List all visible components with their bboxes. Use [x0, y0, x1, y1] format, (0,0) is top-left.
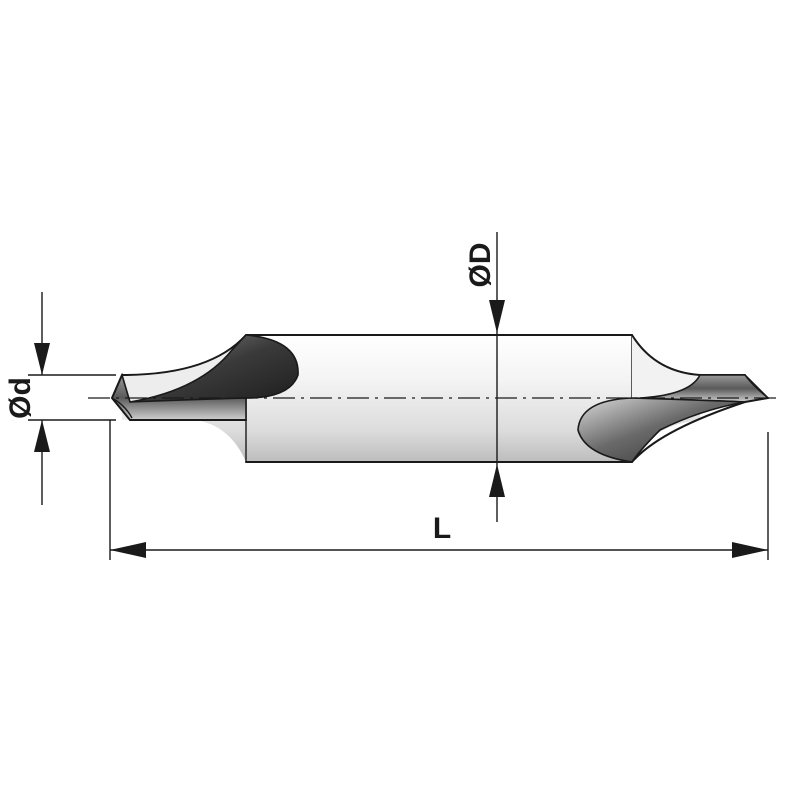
length-dimension: L	[109, 420, 769, 560]
arrow-D-down	[489, 300, 505, 333]
right-taper-outline	[631, 334, 746, 376]
arrow-length-right	[732, 542, 768, 558]
arrow-d-up	[34, 420, 50, 452]
small-diameter-label: Ød	[4, 377, 37, 419]
arrow-length-left	[110, 542, 146, 558]
small-diameter-dimension: Ød	[4, 292, 116, 505]
right-lower-outline	[631, 397, 769, 463]
right-flute	[577, 397, 746, 463]
right-tip-face	[744, 374, 769, 399]
large-diameter-dimension: ØD	[464, 232, 505, 522]
drill-main-shank	[195, 335, 700, 462]
length-label: L	[433, 512, 451, 545]
arrow-d-down	[34, 343, 50, 375]
right-cutting-end	[577, 334, 770, 463]
left-tip-face	[111, 397, 133, 419]
left-cutting-end	[111, 334, 299, 421]
large-diameter-label: ØD	[464, 243, 497, 288]
arrow-D-up	[489, 464, 505, 497]
